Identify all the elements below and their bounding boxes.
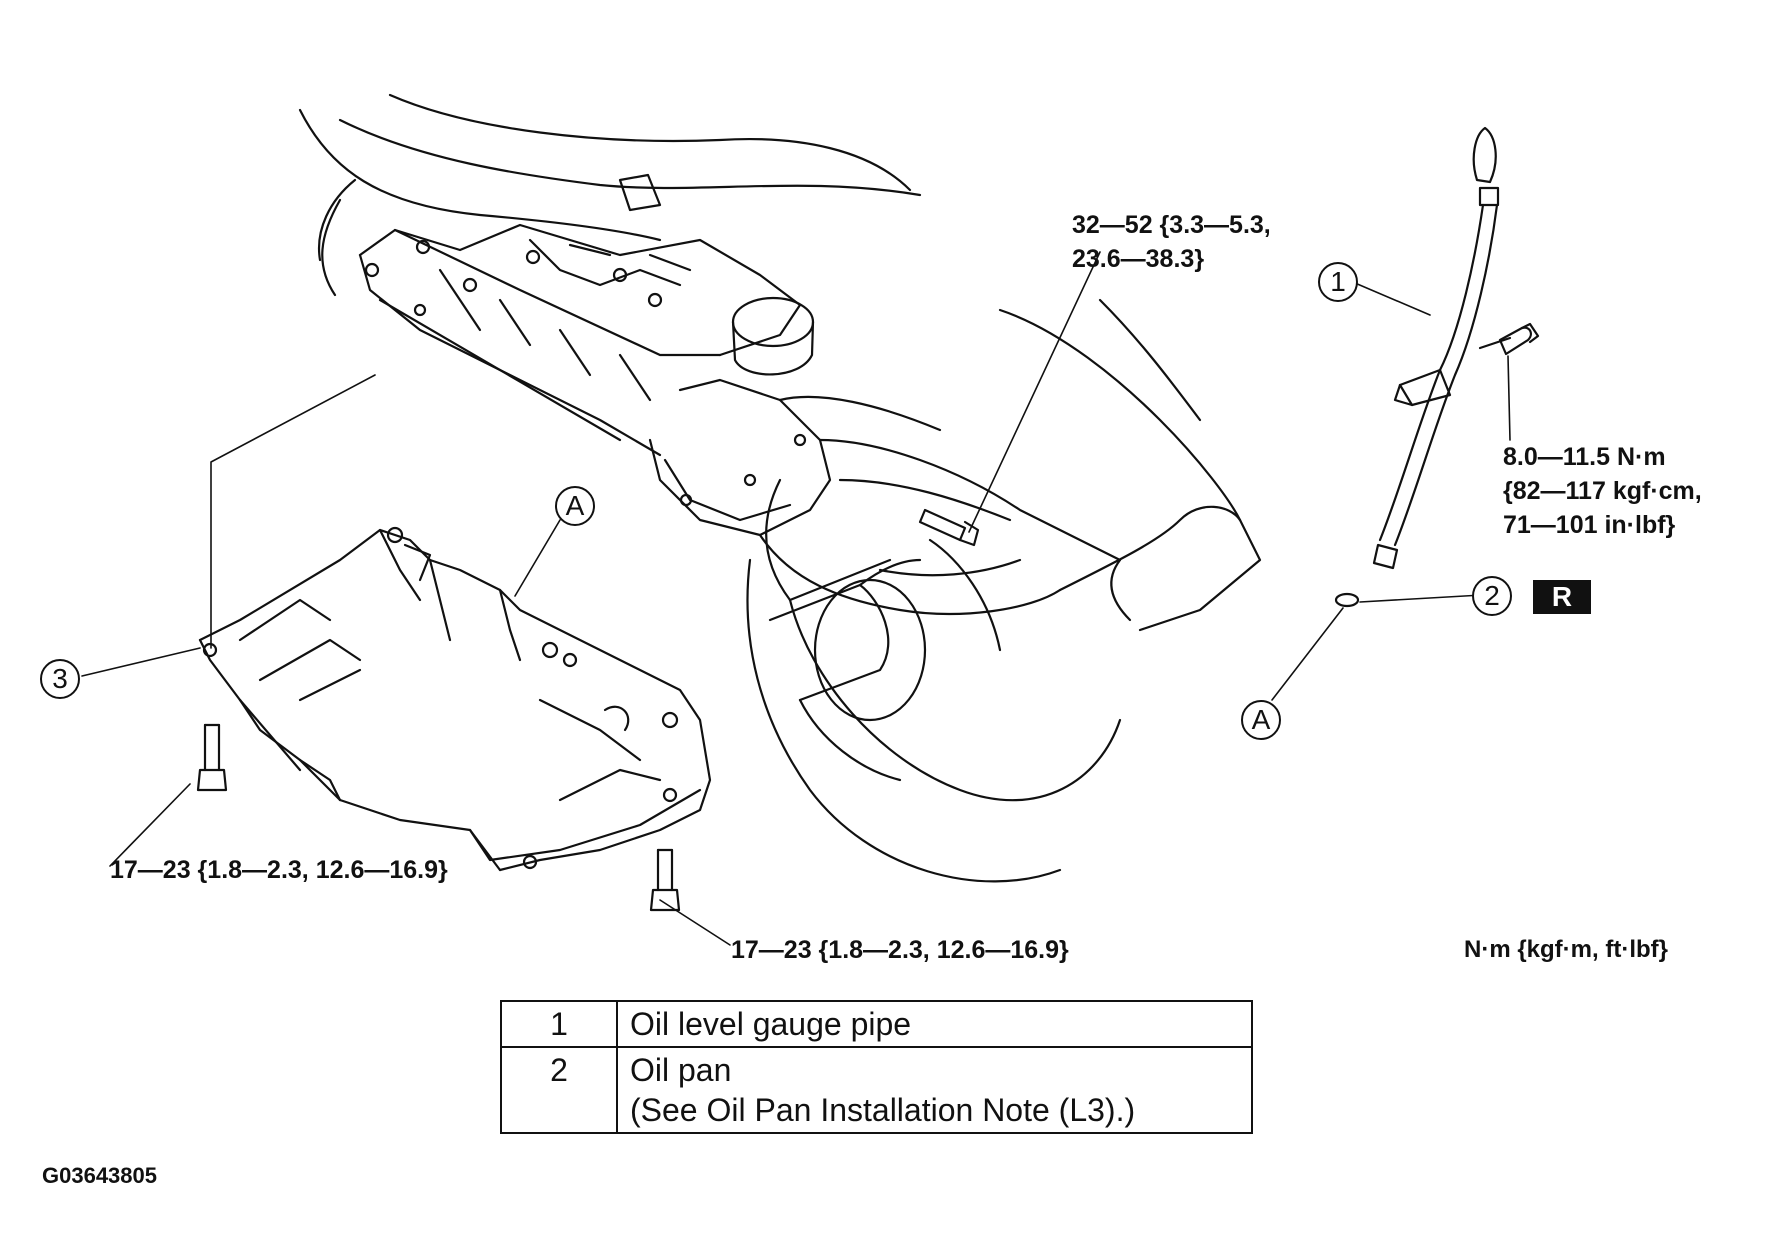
- cylinder-block-lower: [358, 223, 815, 457]
- callout-a-ring: A: [1241, 700, 1281, 740]
- legend-description-line: Oil level gauge pipe: [630, 1006, 912, 1042]
- oil-level-gauge-pipe: [1372, 126, 1512, 570]
- oil-pan: [198, 526, 712, 872]
- torque-label-pan-right: 17—23 {1.8—2.3, 12.6—16.9}: [731, 936, 1069, 964]
- torque-label-pan-left: 17—23 {1.8—2.3, 12.6—16.9}: [110, 856, 448, 884]
- engine-block-outline: [298, 93, 922, 297]
- o-ring: [1334, 592, 1360, 608]
- transaxle-bolt: [918, 508, 980, 547]
- legend-number: 2: [500, 1046, 618, 1134]
- torque-label-gauge-bolt: 8.0—11.5 N·m {82—117 kgf·cm, 71—101 in·l…: [1503, 440, 1702, 542]
- legend-description: Oil level gauge pipe: [616, 1000, 1253, 1048]
- torque-label-transaxle-bolt: 32—52 {3.3—5.3, 23.6—38.3}: [1072, 208, 1271, 276]
- replace-badge: R: [1533, 580, 1591, 614]
- torque-line: 8.0—11.5 N·m: [1503, 443, 1666, 471]
- parts-legend-table: 1 Oil level gauge pipe 2 Oil pan (See Oi…: [500, 1000, 1253, 1134]
- torque-line: 23.6—38.3}: [1072, 245, 1205, 273]
- torque-line: 32—52 {3.3—5.3,: [1072, 211, 1271, 239]
- table-row: 2 Oil pan (See Oil Pan Installation Note…: [500, 1046, 1253, 1134]
- drive-shaft-and-wheel: [746, 478, 1122, 883]
- legend-description: Oil pan (See Oil Pan Installation Note (…: [616, 1046, 1253, 1134]
- dipstick-bolt: [1498, 322, 1540, 356]
- callout-1: 1: [1318, 262, 1358, 302]
- oil-pan-bolt-left: [196, 723, 228, 792]
- oil-pan-bolt-right: [649, 848, 681, 912]
- callout-3: 3: [40, 659, 80, 699]
- torque-units-label: N·m {kgf·m, ft·lbf}: [1464, 936, 1668, 963]
- transaxle-housing: [648, 378, 1122, 615]
- subframe-cover: [998, 298, 1262, 632]
- table-row: 1 Oil level gauge pipe: [500, 1000, 1253, 1048]
- legend-number: 1: [500, 1000, 618, 1048]
- leader-lines: [81, 251, 1511, 946]
- torque-line: 71—101 in·lbf}: [1503, 511, 1676, 539]
- legend-description-line: Oil pan: [630, 1052, 732, 1088]
- legend-description-line: (See Oil Pan Installation Note (L3).): [630, 1092, 1136, 1128]
- torque-line: {82—117 kgf·cm,: [1503, 477, 1702, 505]
- callout-2: 2: [1472, 576, 1512, 616]
- figure-code: G03643805: [42, 1163, 157, 1188]
- callout-a-pan: A: [555, 486, 595, 526]
